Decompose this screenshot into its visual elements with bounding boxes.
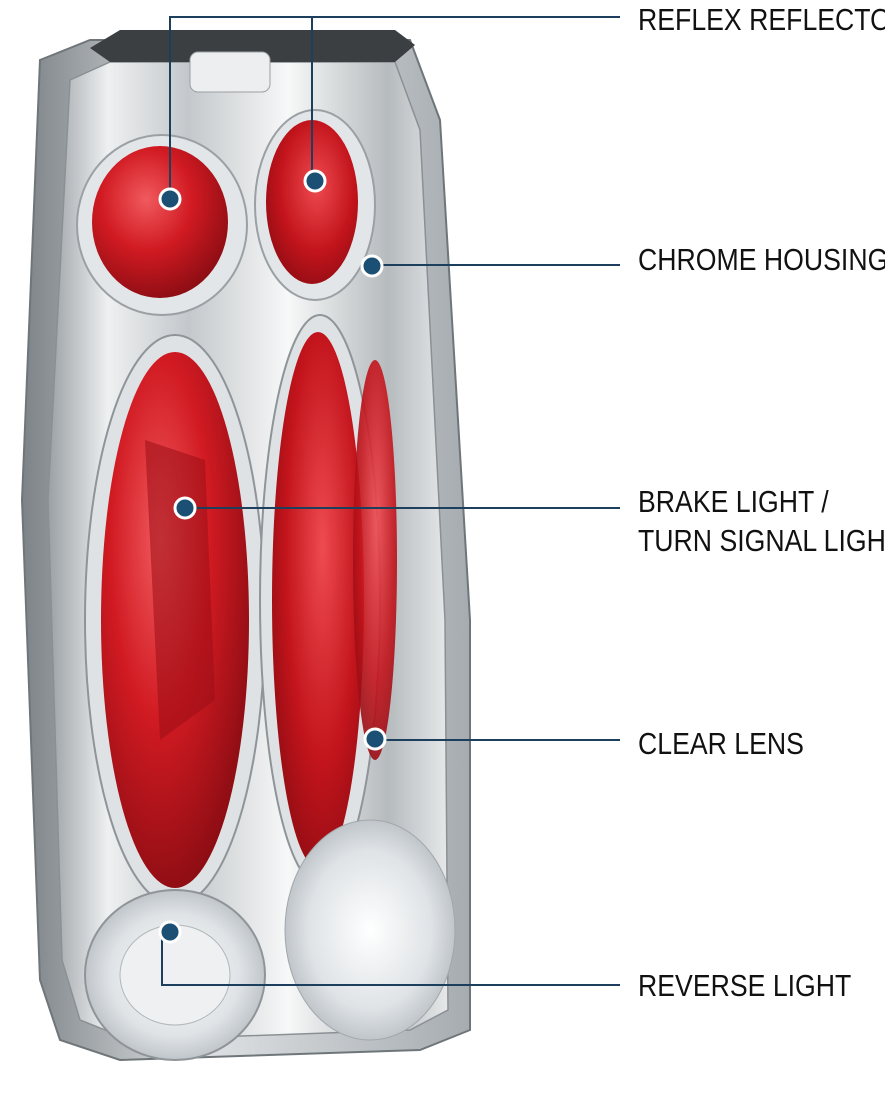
- label-reflex-reflectors: REFLEX REFLECTORS: [638, 2, 885, 37]
- reflex-reflector-left: [76, 134, 248, 316]
- dot-icon: [158, 920, 182, 944]
- label-brake-line2: TURN SIGNAL LIGHT: [638, 523, 885, 558]
- clear-lens: [284, 819, 456, 1041]
- label-brake-line1: BRAKE LIGHT /: [638, 484, 829, 519]
- mounting-stud: [189, 51, 271, 93]
- dot-icon: [303, 169, 327, 193]
- top-gasket: [90, 30, 415, 62]
- label-clear-lens: CLEAR LENS: [638, 726, 804, 761]
- side-red-lens: [353, 360, 397, 760]
- callout-line-reflex: [169, 16, 620, 199]
- dot-icon: [363, 727, 387, 751]
- reflex-reflector-right: [254, 109, 376, 301]
- callout-dots: [158, 169, 387, 944]
- label-reverse-light: REVERSE LIGHT: [638, 968, 852, 1003]
- reverse-light-bulb: [84, 889, 266, 1061]
- dot-icon: [360, 254, 384, 278]
- dot-icon: [173, 496, 197, 520]
- dot-icon: [158, 187, 182, 211]
- label-chrome-housing: CHROME HOUSING: [638, 242, 885, 277]
- brake-light-lens-left: [84, 334, 266, 906]
- brake-light-lens-right: [259, 314, 381, 886]
